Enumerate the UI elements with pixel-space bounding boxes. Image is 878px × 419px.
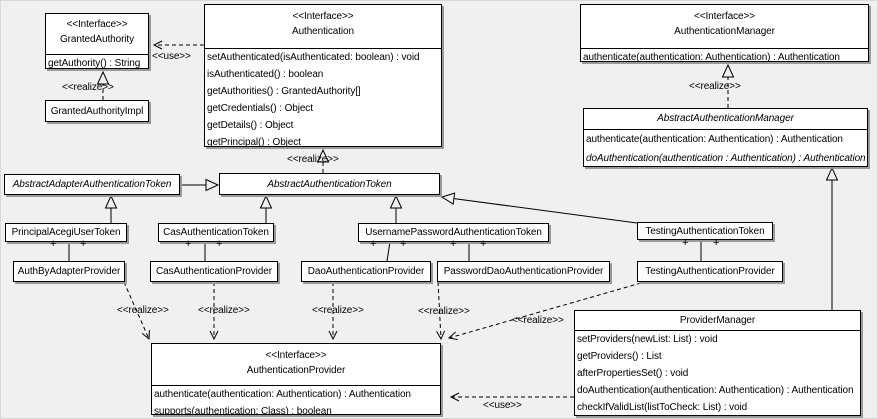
- stereotype: <<Interface>>: [66, 19, 128, 30]
- class-abstract-adapter-authentication-token[interactable]: AbstractAdapterAuthenticationToken: [4, 174, 180, 195]
- method: doAuthentication(authentication: Authent…: [577, 385, 854, 396]
- multiplicity-label: +: [370, 238, 377, 250]
- method: doAuthentication(authentication : Authen…: [586, 153, 866, 164]
- class-password-dao-authentication-provider[interactable]: PasswordDaoAuthenticationProvider: [437, 261, 610, 282]
- method: getAuthorities() : GrantedAuthority[]: [207, 86, 361, 97]
- stereotype-label-realize: <<realize>>: [512, 315, 564, 326]
- multiplicity-label: +: [185, 238, 192, 250]
- class-name: AuthenticationManager: [674, 26, 775, 37]
- class-name: Authentication: [292, 26, 354, 37]
- stereotype-label-realize: <<realize>>: [62, 82, 114, 93]
- class-granted-authority[interactable]: <<Interface>> GrantedAuthority getAuthor…: [45, 13, 149, 69]
- method: supports(authentication: Class) : boolea…: [154, 406, 332, 415]
- class-name: GrantedAuthorityImpl: [50, 105, 144, 117]
- method: getAuthority() : String: [48, 58, 141, 69]
- method: setAuthenticated(isAuthenticated: boolea…: [207, 52, 420, 63]
- method: afterPropertiesSet() : void: [577, 368, 689, 379]
- class-name: TestingAuthenticationToken: [645, 225, 765, 237]
- multiplicity-label: +: [80, 238, 87, 250]
- stereotype-label-realize: <<realize>>: [198, 305, 250, 316]
- class-name: DaoAuthenticationProvider: [307, 266, 425, 277]
- multiplicity-label: +: [216, 238, 223, 250]
- class-name: AbstractAuthenticationManager: [657, 113, 794, 124]
- class-name: CasAuthenticationToken: [163, 227, 269, 238]
- class-authentication-provider[interactable]: <<Interface>> AuthenticationProvider aut…: [151, 343, 441, 415]
- class-abstract-authentication-manager[interactable]: AbstractAuthenticationManager authentica…: [583, 108, 868, 167]
- class-name: AbstractAdapterAuthenticationToken: [12, 179, 172, 190]
- method: setProviders(newList: List) : void: [577, 334, 718, 345]
- multiplicity-label: +: [480, 238, 487, 250]
- multiplicity-label: +: [400, 238, 407, 250]
- method: checkIfValidList(listToCheck: List) : vo…: [577, 402, 748, 413]
- multiplicity-label: +: [713, 237, 720, 249]
- class-granted-authority-impl[interactable]: GrantedAuthorityImpl: [45, 100, 149, 122]
- class-dao-authentication-provider[interactable]: DaoAuthenticationProvider: [301, 261, 431, 282]
- class-provider-manager[interactable]: ProviderManager setProviders(newList: Li…: [574, 310, 861, 416]
- multiplicity-label: +: [450, 238, 457, 250]
- method: authenticate(authentication: Authenticat…: [586, 134, 843, 145]
- class-name: PrincipalAcegiUserToken: [11, 227, 121, 238]
- class-name: CasAuthenticationProvider: [156, 266, 272, 277]
- method: getProviders() : List: [577, 351, 662, 362]
- method: authenticate(authentication: Authenticat…: [583, 52, 840, 62]
- class-name: AuthByAdapterProvider: [17, 266, 121, 277]
- edge-gen-testingauthenticationtoken: [440, 192, 638, 224]
- class-cas-authentication-token[interactable]: CasAuthenticationToken: [158, 223, 274, 242]
- stereotype-label-realize: <<realize>>: [287, 154, 339, 165]
- stereotype-label-realize: <<realize>>: [418, 306, 470, 317]
- class-name: GrantedAuthority: [60, 34, 134, 45]
- multiplicity-label: +: [50, 238, 57, 250]
- edge-assoc-userpass-dao: [386, 241, 391, 262]
- class-cas-authentication-provider[interactable]: CasAuthenticationProvider: [150, 261, 278, 282]
- class-abstract-authentication-token[interactable]: AbstractAuthenticationToken: [219, 173, 440, 195]
- method: isAuthenticated() : boolean: [207, 69, 324, 80]
- class-auth-by-adapter-provider[interactable]: AuthByAdapterProvider: [13, 261, 125, 282]
- stereotype-label-use: <<use>>: [152, 51, 191, 62]
- class-principal-acegi-user-token[interactable]: PrincipalAcegiUserToken: [5, 223, 127, 242]
- stereotype-label-realize: <<realize>>: [312, 305, 364, 316]
- class-name: PasswordDaoAuthenticationProvider: [443, 266, 604, 277]
- class-name: TestingAuthenticationProvider: [645, 266, 775, 277]
- class-name: UsernamePasswordAuthenticationToken: [365, 227, 542, 238]
- method: getDetails() : Object: [207, 120, 294, 131]
- method: authenticate(authentication: Authenticat…: [154, 389, 411, 400]
- class-authentication[interactable]: <<Interface>> Authentication setAuthenti…: [204, 4, 442, 147]
- class-name: ProviderManager: [679, 315, 756, 326]
- stereotype: <<Interface>>: [694, 11, 755, 22]
- class-authentication-manager[interactable]: <<Interface>> AuthenticationManager auth…: [580, 4, 869, 62]
- class-testing-authentication-provider[interactable]: TestingAuthenticationProvider: [637, 261, 783, 282]
- class-testing-authentication-token[interactable]: TestingAuthenticationToken: [637, 222, 773, 240]
- method: getPrincipal() : Object: [207, 137, 301, 147]
- class-name: AbstractAuthenticationToken: [267, 178, 392, 190]
- stereotype-label-realize: <<realize>>: [117, 305, 169, 316]
- multiplicity-label: +: [682, 237, 689, 249]
- class-username-password-authentication-token[interactable]: UsernamePasswordAuthenticationToken: [358, 223, 549, 242]
- class-name: AuthenticationProvider: [246, 365, 346, 376]
- stereotype-label-use: <<use>>: [483, 400, 522, 411]
- stereotype-label-realize: <<realize>>: [689, 81, 741, 92]
- stereotype: <<Interface>>: [292, 11, 354, 22]
- method: getCredentials() : Object: [207, 103, 313, 114]
- stereotype: <<Interface>>: [265, 350, 327, 361]
